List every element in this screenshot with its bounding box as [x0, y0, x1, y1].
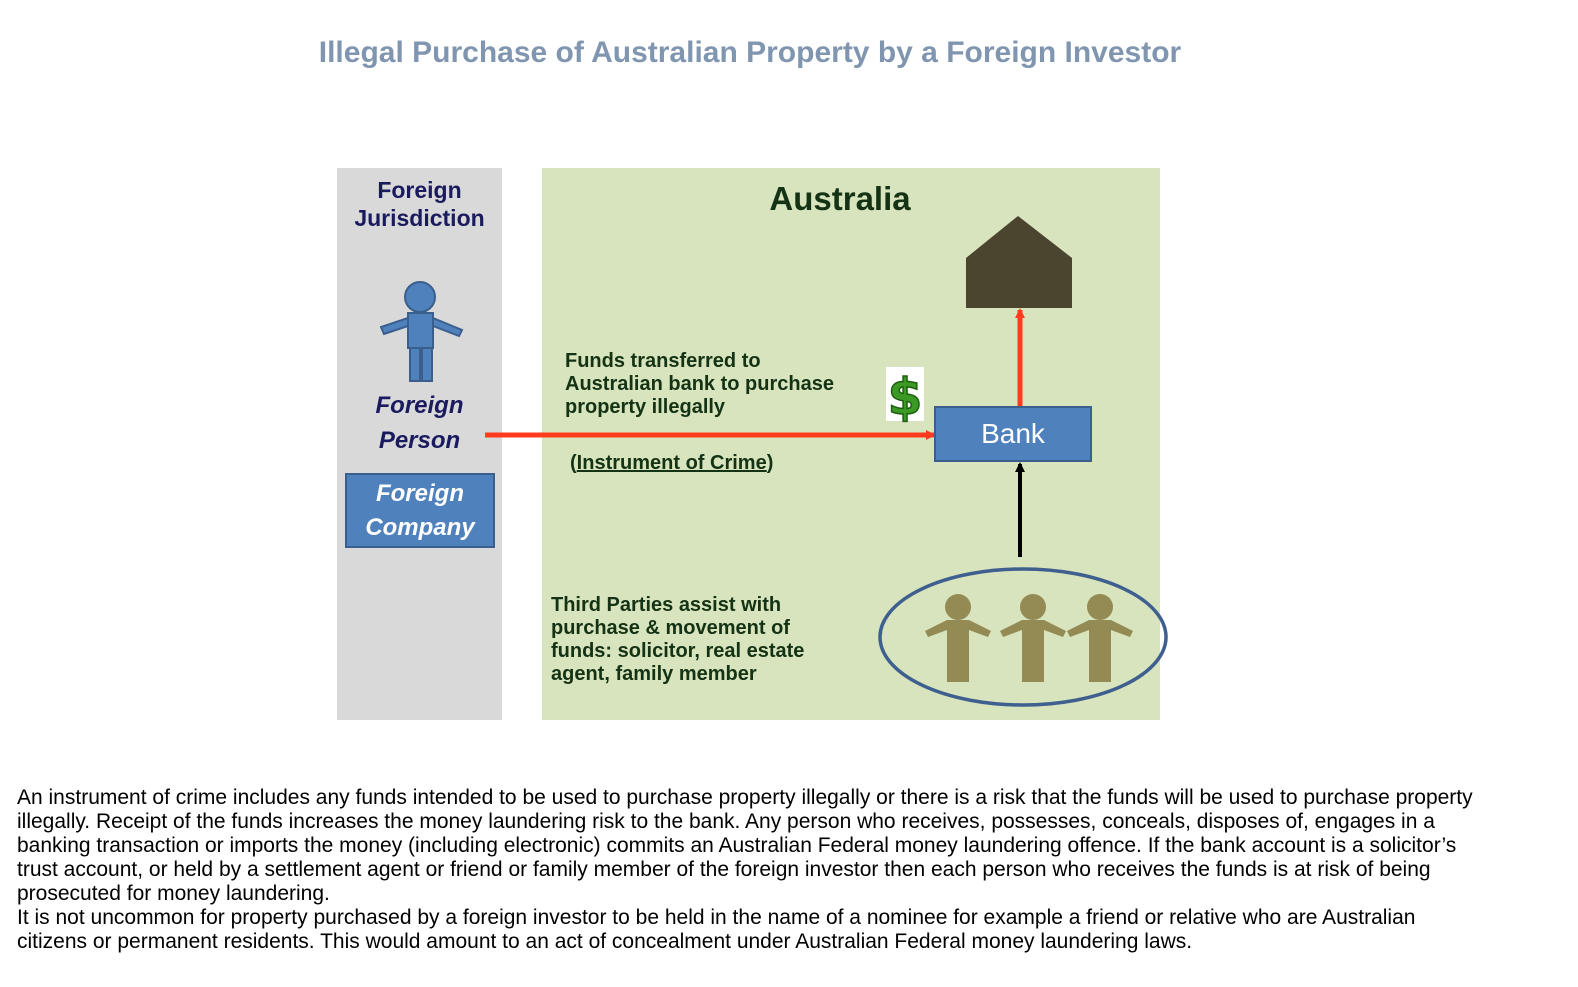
funds-transfer-line3: property illegally [565, 396, 726, 418]
instrument-close-paren: ) [766, 452, 774, 474]
third-parties-line4: agent, family member [551, 663, 757, 685]
bank-label: Bank [981, 418, 1045, 449]
third-parties-line3: funds: solicitor, real estate [551, 640, 805, 662]
description-paragraph-2: It is not uncommon for property purchase… [17, 906, 1416, 953]
person-icon [379, 281, 464, 382]
foreign-jurisdiction-line1: Foreign [377, 177, 462, 203]
instrument-of-crime-label: (Instrument of Crime) [570, 452, 773, 475]
foreign-jurisdiction-panel [337, 168, 502, 720]
bank-box: Bank [934, 406, 1092, 462]
instrument-of-crime-text: Instrument of Crime [576, 452, 767, 474]
foreign-person-label: Foreign Person [337, 388, 502, 458]
foreign-jurisdiction-line2: Jurisdiction [354, 205, 485, 231]
house-icon [966, 216, 1072, 308]
foreign-company-line2: Company [365, 513, 475, 541]
description-text: An instrument of crime includes any fund… [17, 786, 1487, 954]
third-parties-ellipse [878, 567, 1168, 707]
third-parties-line2: purchase & movement of [551, 617, 790, 639]
third-parties-label: Third Parties assist with purchase & mov… [551, 594, 804, 686]
foreign-jurisdiction-label: Foreign Jurisdiction [337, 176, 502, 232]
third-party-person-3 [1067, 594, 1133, 682]
dollar-icon: $ [886, 367, 924, 427]
dollar-glyph: $ [888, 368, 923, 426]
instrument-open-paren: ( [570, 452, 577, 474]
funds-transfer-line1: Funds transferred to [565, 350, 761, 372]
people-group-icon [925, 594, 1133, 682]
diagram-graphics: $ [379, 216, 1168, 707]
australia-label: Australia [769, 180, 911, 217]
third-party-person-1 [925, 594, 991, 682]
third-parties-line1: Third Parties assist with [551, 594, 782, 616]
foreign-company-box: Foreign Company [345, 473, 495, 548]
foreign-company-line1: Foreign [375, 479, 464, 507]
description-paragraph-1: An instrument of crime includes any fund… [17, 786, 1473, 905]
foreign-person-line1: Foreign [375, 392, 464, 419]
foreign-person-line2: Person [378, 427, 461, 454]
page-title: Illegal Purchase of Australian Property … [318, 36, 1182, 69]
funds-transfer-line2: Australian bank to purchase [565, 373, 834, 395]
third-party-person-2 [1000, 594, 1066, 682]
funds-transfer-label: Funds transferred to Australian bank to … [565, 350, 834, 419]
diagram: Foreign Jurisdiction Australia $ [337, 168, 1168, 720]
